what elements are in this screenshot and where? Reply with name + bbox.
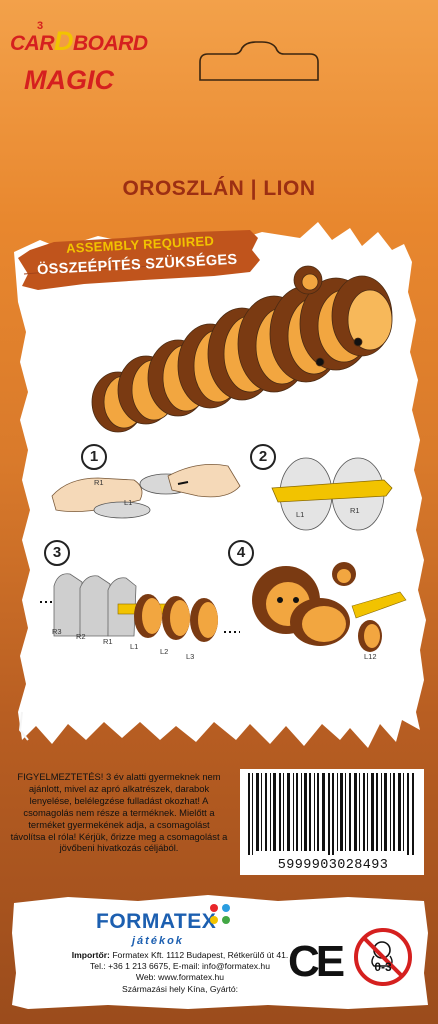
cardboard-magic-logo: 3 CARDBOARD MAGIC xyxy=(6,20,148,110)
assembly-ribbon xyxy=(18,230,260,290)
origin-line: Származási hely Kína, Gyártó: xyxy=(121,983,239,994)
step-2-illustration xyxy=(271,457,393,531)
step-3-label-l2: L2 xyxy=(160,647,169,656)
step-1-illustration xyxy=(51,463,241,519)
step-2-label-r1: R1 xyxy=(350,506,360,515)
step-1-label-r1: R1 xyxy=(94,478,104,487)
safety-warning: FIGYELMEZTETÉS! 3 év alatti gyermeknek n… xyxy=(10,771,228,854)
step-3-illustration xyxy=(40,573,240,642)
step-3-label-l1: L1 xyxy=(130,642,139,651)
logo-line2: MAGIC xyxy=(24,65,114,95)
contact-line: Tel.: +36 1 213 6675, E-mail: info@forma… xyxy=(90,961,270,972)
step-3-label-r3: R3 xyxy=(52,627,62,636)
hanger-hole-outline xyxy=(199,41,319,81)
step-4-label-l12: L12 xyxy=(364,652,377,661)
step-1-label-l1: L1 xyxy=(124,498,133,507)
barcode-number: 5999903028493 xyxy=(277,858,389,873)
age-label: 0-3 xyxy=(374,960,392,974)
importer-panel xyxy=(12,895,428,1009)
ce-mark: CE xyxy=(288,937,345,986)
logo-line1: CARDBOARD xyxy=(10,26,148,56)
barcode-bars xyxy=(248,773,414,855)
step-3-label-r1: R1 xyxy=(103,637,113,646)
importer-line: Importőr: Formatex Kft. 1112 Budapest, R… xyxy=(71,950,289,960)
step-4-badge: 4 xyxy=(228,540,254,566)
lion-slices-illustration xyxy=(91,265,393,433)
step-3-label-r2: R2 xyxy=(76,632,86,641)
step-3-label-l3: L3 xyxy=(186,652,195,661)
formatex-star-icon xyxy=(210,904,230,924)
formatex-logo-text: FORMATEX xyxy=(96,910,217,933)
importer-info: Importőr: Formatex Kft. 1112 Budapest, R… xyxy=(30,950,330,995)
step-3-badge: 3 xyxy=(44,540,70,566)
logo-superscript: 3 xyxy=(37,20,44,32)
step-1-badge: 1 xyxy=(81,444,107,470)
step-4-illustration xyxy=(252,562,407,652)
step-2-label-l1: L1 xyxy=(296,510,305,519)
step-2-badge: 2 xyxy=(250,444,276,470)
product-title: OROSZLÁN | LION xyxy=(122,177,316,200)
age-warning-icon xyxy=(354,928,412,986)
web-line: Web: www.formatex.hu xyxy=(135,972,225,983)
formatex-sub: játékok xyxy=(132,935,184,947)
